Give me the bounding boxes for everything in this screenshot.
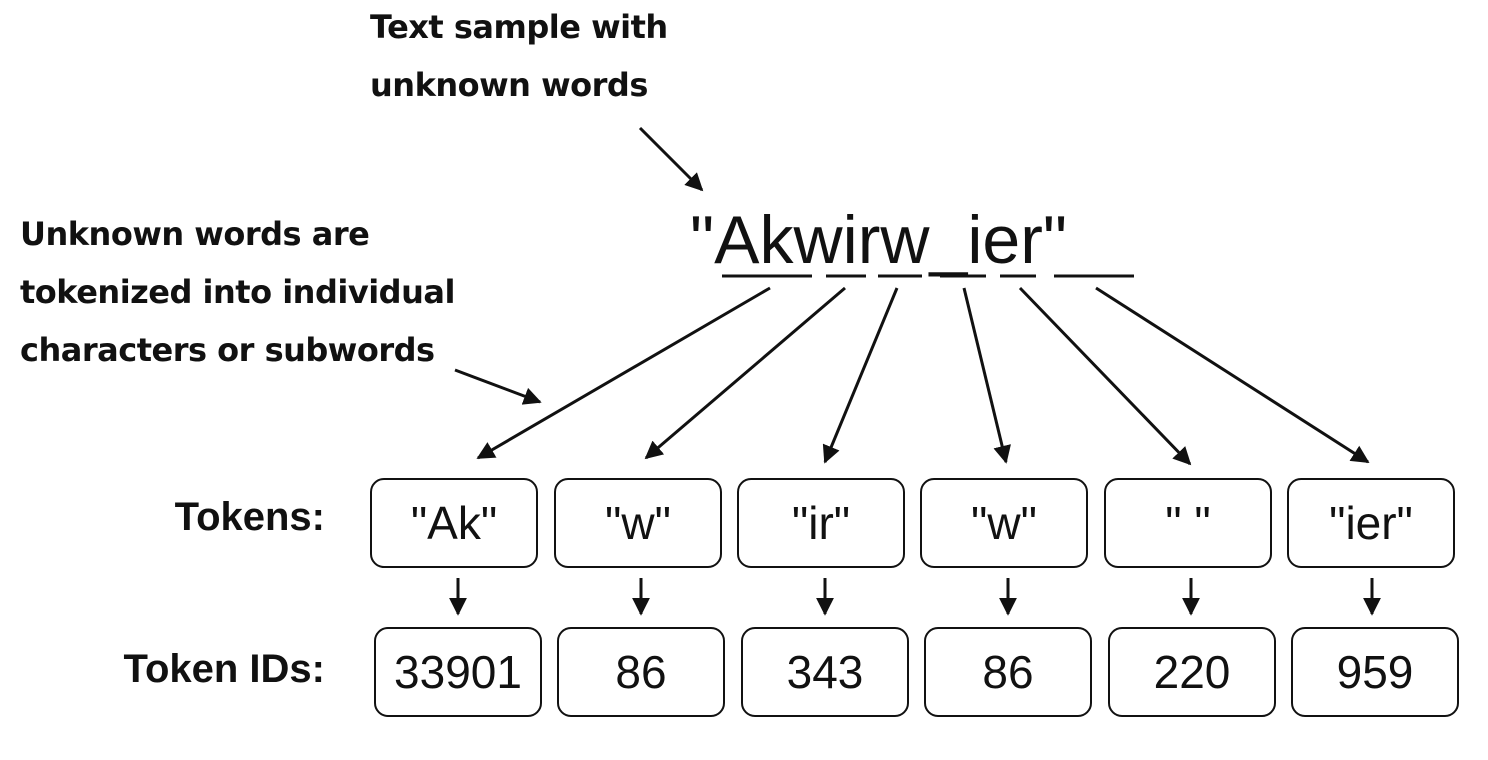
text-sample-annotation: Text sample with unknown words (370, 0, 690, 114)
token-arrow (962, 287, 1011, 464)
open-quote: " (690, 202, 715, 278)
sample-segment: Ak (714, 202, 794, 278)
token-box: "w" (554, 478, 722, 568)
token-box: "Ak" (370, 478, 538, 568)
token-ids-row-label: Token IDs: (123, 647, 325, 691)
annotation-line: Text sample with (370, 8, 668, 46)
token-id-box: 343 (741, 627, 909, 717)
sample-pointer-arrow (638, 126, 704, 192)
token-box: "w" (920, 478, 1088, 568)
sample-text: "Akwirw_ier" (690, 195, 1067, 285)
token-arrow (644, 286, 846, 460)
annotation-line: tokenized into individual (20, 273, 455, 311)
annotation-line: unknown words (370, 66, 648, 104)
unknown-words-annotation: Unknown words are tokenized into individ… (20, 205, 460, 379)
token-arrow (1018, 286, 1192, 466)
token-box: " " (1104, 478, 1272, 568)
sample-segment: ir (842, 202, 881, 278)
close-quote: " (1042, 202, 1068, 278)
sample-segment: w (880, 202, 930, 278)
token-id-box: 86 (557, 627, 725, 717)
token-id-box: 86 (924, 627, 1092, 717)
token-box: "ier" (1287, 478, 1455, 568)
token-arrow (822, 287, 899, 464)
token-arrow (1095, 286, 1370, 464)
tokens-row-label: Tokens: (174, 495, 325, 539)
token-id-box: 959 (1291, 627, 1459, 717)
token-id-box: 220 (1108, 627, 1276, 717)
token-id-box: 33901 (374, 627, 542, 717)
token-arrow (476, 286, 771, 460)
annotation-line: characters or subwords (20, 331, 435, 369)
annotation-line: Unknown words are (20, 215, 370, 253)
sample-segment: w (793, 202, 843, 278)
sample-segment: _ (929, 202, 968, 278)
annotation-pointer-arrow (454, 368, 542, 405)
sample-segment: ier (967, 202, 1043, 278)
token-box: "ir" (737, 478, 905, 568)
